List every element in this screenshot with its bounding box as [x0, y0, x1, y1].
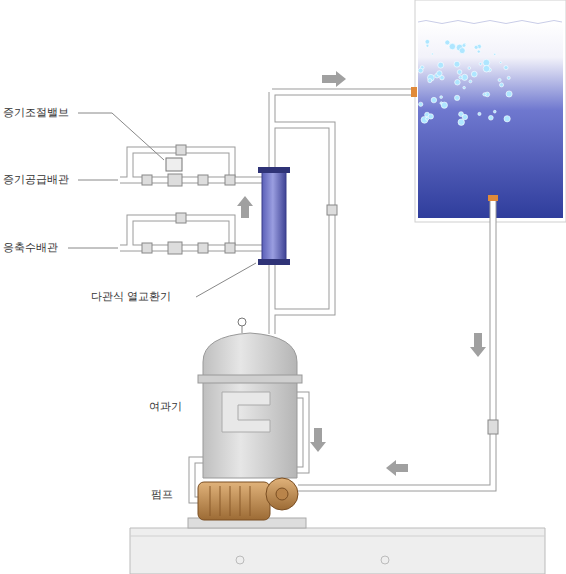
bubble — [445, 40, 450, 45]
bubble — [454, 95, 459, 100]
water-tank — [415, 0, 566, 222]
bubble — [504, 116, 510, 122]
pump-eye — [276, 488, 288, 500]
bubble — [477, 50, 480, 53]
bubble — [468, 67, 471, 70]
bubble — [488, 115, 493, 120]
bubble — [493, 110, 496, 113]
tank-water — [418, 22, 563, 218]
pipe — [270, 264, 275, 334]
part-label: 증기공급배관 — [2, 173, 70, 187]
anchor-bolt — [236, 556, 244, 564]
tank-inlet — [411, 87, 417, 97]
bubble — [500, 61, 502, 63]
bubble — [459, 48, 465, 54]
bubble — [440, 96, 443, 99]
bubble — [504, 66, 508, 70]
bubble — [431, 53, 433, 55]
pipe — [272, 90, 416, 95]
bubble — [469, 80, 472, 83]
filter-body — [203, 333, 297, 478]
pipe — [270, 92, 275, 168]
bubble — [506, 91, 512, 97]
pipe — [120, 177, 262, 184]
steam-control-valve — [166, 158, 182, 171]
bubble — [428, 114, 433, 119]
base-slab — [130, 528, 545, 574]
bubble — [428, 79, 432, 83]
bubble — [478, 112, 481, 115]
bubble — [458, 119, 464, 125]
part-label: 여과기 — [148, 400, 183, 414]
pipe — [298, 199, 493, 488]
valves — [142, 145, 498, 434]
pipes — [120, 87, 498, 500]
bubble — [438, 62, 444, 68]
bubble — [457, 70, 462, 75]
bubble — [421, 116, 428, 123]
bubble — [449, 43, 455, 49]
bubble — [463, 86, 466, 89]
pump-motor — [198, 482, 270, 520]
pipe — [298, 199, 493, 488]
bubble — [498, 78, 501, 81]
bubble — [483, 59, 490, 66]
anchor-bolt — [381, 556, 389, 564]
pipe — [269, 264, 276, 334]
filter-internal — [222, 392, 270, 432]
bubble — [474, 45, 478, 49]
bubbles — [418, 39, 512, 125]
base-edge — [130, 536, 545, 537]
exchanger-flange — [258, 167, 290, 173]
leader-lines — [68, 113, 256, 297]
bubble — [483, 65, 490, 72]
bubble — [479, 62, 482, 65]
pipe — [269, 92, 276, 168]
gauge-stem — [242, 326, 243, 333]
bubble — [483, 93, 486, 96]
flow-arrows — [237, 71, 486, 476]
bubble — [437, 71, 442, 76]
part-label: 증기조절밸브 — [2, 106, 70, 120]
bubble — [454, 61, 460, 67]
tank-outlet — [488, 195, 498, 201]
pipe — [272, 89, 416, 96]
pipe — [120, 178, 262, 183]
bubble — [426, 44, 429, 47]
exchanger-flange — [258, 259, 290, 265]
part-label: 다관식 열교환기 — [90, 290, 173, 304]
bubble — [494, 53, 496, 55]
bubble — [441, 102, 447, 108]
bubble — [459, 76, 462, 79]
bubble — [507, 76, 510, 79]
bubble — [462, 114, 467, 119]
bubble — [425, 39, 430, 44]
filter-band — [198, 375, 302, 383]
part-label: 펌프 — [150, 488, 174, 502]
bubble — [471, 71, 477, 77]
bubble — [431, 97, 436, 102]
pump-casing — [266, 478, 298, 510]
pipe — [120, 246, 262, 251]
water-surface — [418, 21, 562, 24]
bubble — [419, 102, 423, 106]
bubble — [499, 83, 503, 87]
pipe — [120, 245, 262, 252]
bubble — [455, 80, 461, 86]
heat-exchanger — [262, 172, 286, 260]
bubble — [418, 68, 423, 73]
pressure-gauge — [238, 318, 246, 326]
part-label: 응축수배관 — [2, 241, 59, 255]
bubble — [462, 44, 466, 48]
